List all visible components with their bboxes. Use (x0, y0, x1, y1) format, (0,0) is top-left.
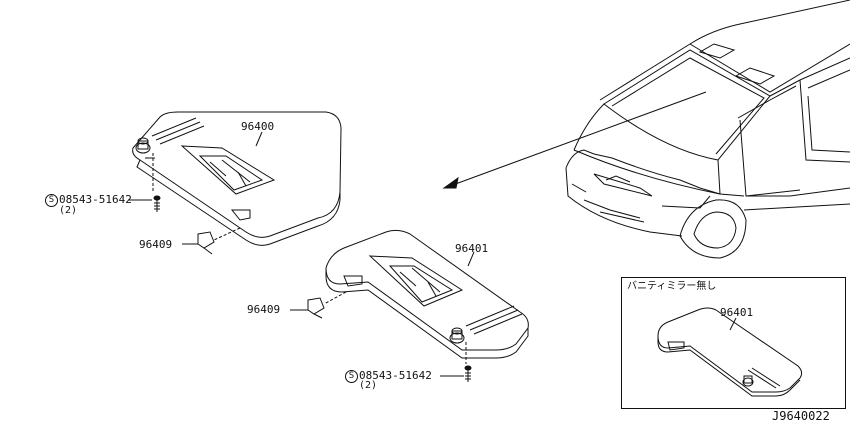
part-number-96400: 96400 (241, 120, 275, 133)
sun-visor-left (132, 111, 342, 246)
leader-96400 (255, 131, 263, 147)
holder-left (182, 227, 241, 255)
holder-right (290, 291, 347, 319)
part-number-holder-right: 96409 (247, 303, 281, 316)
part-number-96401: 96401 (455, 242, 489, 255)
inset-title: バニティミラー無し (627, 281, 717, 292)
screw-part-number: 08543-51642 (59, 193, 132, 206)
leader-96401 (467, 251, 475, 267)
location-arrow (442, 91, 707, 189)
sun-visor-right (325, 229, 529, 359)
screw-symbol-icon: S (345, 370, 358, 383)
inset-visor (657, 307, 803, 397)
screw-left (128, 153, 161, 212)
screw-part-number: 08543-51642 (359, 369, 432, 382)
inset-box (621, 277, 846, 409)
screw-qty-right: (2) (359, 380, 378, 391)
inset-part-number: 96401 (720, 306, 754, 319)
diagram-id: J9640022 (772, 409, 830, 423)
part-number-holder-left: 96409 (139, 238, 173, 251)
screw-right (440, 342, 472, 382)
screw-symbol-icon: S (45, 194, 58, 207)
vehicle-illustration (565, 0, 850, 259)
screw-qty-left: (2) (59, 205, 78, 216)
